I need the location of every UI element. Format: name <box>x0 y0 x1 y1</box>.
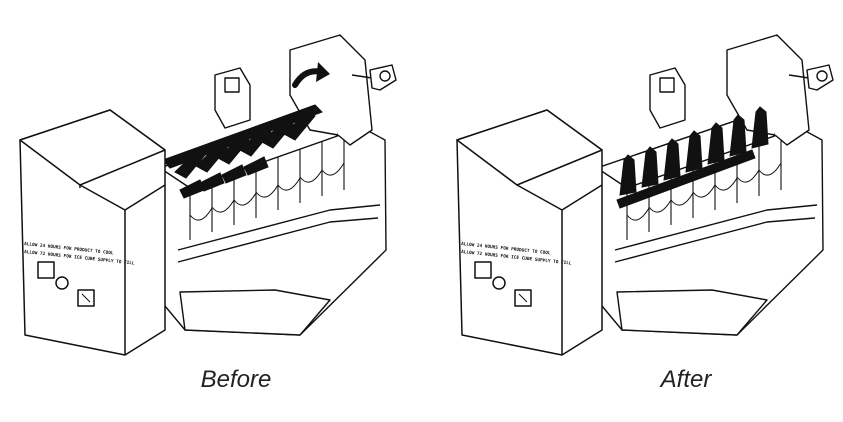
curved-rotation-arrow <box>292 62 330 88</box>
before-caption: Before <box>200 366 272 393</box>
before-panel: ALLOW 24 HOURS FOR PRODUCT TO COOL ALLOW… <box>0 0 421 417</box>
control-box-after <box>456 109 603 356</box>
ejector-blades-upright <box>616 106 769 209</box>
after-caption: After <box>660 366 712 393</box>
control-box <box>19 109 166 356</box>
after-panel: ALLOW 24 HOURS FOR PRODUCT TO COOL ALLOW… <box>422 0 843 417</box>
after-ice-maker-illustration: ALLOW 24 HOURS FOR PRODUCT TO COOL ALLOW… <box>456 34 834 356</box>
before-ice-maker-illustration: ALLOW 24 HOURS FOR PRODUCT TO COOL ALLOW… <box>19 34 397 356</box>
ejector-blades-flat <box>162 104 323 199</box>
